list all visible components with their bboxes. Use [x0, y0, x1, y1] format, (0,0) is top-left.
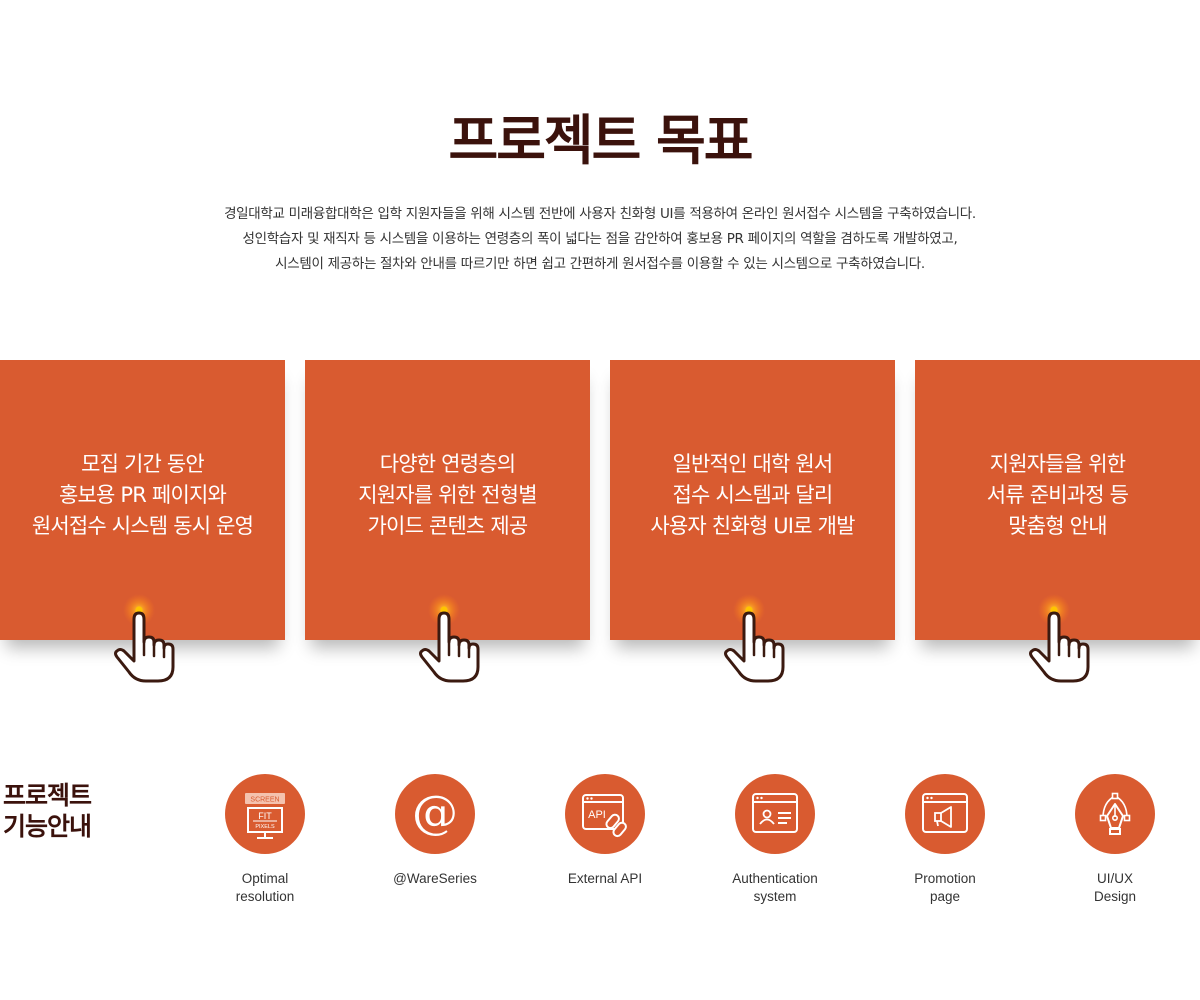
feature-icon-circle: [905, 774, 985, 854]
feature-uiux-design[interactable]: UI/UX Design: [1030, 774, 1200, 906]
pointing-hand-icon: [413, 592, 483, 687]
goal-line: 접수 시스템과 달리: [672, 483, 834, 507]
goal-line: 다양한 연령층의: [379, 452, 516, 476]
svg-text:@: @: [412, 785, 458, 839]
goal-card-4[interactable]: 지원자들을 위한 서류 준비과정 등 맞춤형 안내: [915, 360, 1200, 640]
at-sign-icon: @: [412, 785, 458, 839]
goal-line: 일반적인 대학 원서: [672, 452, 834, 476]
svg-text:SCREEN: SCREEN: [250, 797, 279, 804]
feature-label-line: Authentication: [732, 871, 818, 886]
feature-label: @WareSeries: [350, 870, 520, 888]
feature-icon-circle: SCREEN FIT PIXELS: [225, 774, 305, 854]
pointing-hand-icon: [718, 592, 788, 687]
feature-label-line: Promotion: [914, 871, 976, 886]
pen-tool-icon: [1099, 792, 1131, 835]
svg-text:PIXELS: PIXELS: [255, 824, 275, 830]
goal-card-text: 지원자들을 위한 서류 준비과정 등 맞춤형 안내: [915, 449, 1200, 542]
feature-label-line: resolution: [235, 889, 295, 904]
goal-line: 지원자를 위한 전형별: [358, 483, 537, 507]
feature-label-line: @WareSeries: [393, 871, 477, 886]
feature-external-api[interactable]: API External API: [520, 774, 690, 888]
feature-label: Promotion page: [860, 870, 1030, 906]
svg-text:FIT: FIT: [258, 811, 272, 821]
api-link-icon: API: [582, 794, 627, 838]
goal-line: 홍보용 PR 페이지와: [58, 483, 227, 507]
megaphone-window-icon: [922, 793, 968, 833]
feature-label-line: External API: [567, 871, 643, 886]
feature-label-line: Optimal: [241, 871, 289, 886]
feature-wareseries[interactable]: @ @WareSeries: [350, 774, 520, 888]
feature-label-line: page: [929, 889, 961, 904]
pointing-hand-icon: [1023, 592, 1093, 687]
user-authentication-icon: [752, 793, 798, 833]
goal-card-1[interactable]: 모집 기간 동안 홍보용 PR 페이지와 원서접수 시스템 동시 운영: [0, 360, 285, 640]
feature-authentication[interactable]: Authentication system: [690, 774, 860, 906]
feature-label-line: UI/UX: [1096, 871, 1133, 886]
intro-line: 경일대학교 미래융합대학은 입학 지원자들을 위해 시스템 전반에 사용자 친화…: [224, 206, 976, 222]
feature-icon-circle: [735, 774, 815, 854]
intro-line: 시스템이 제공하는 절차와 안내를 따르기만 하면 쉽고 간편하게 원서접수를 …: [275, 256, 925, 272]
features-title: 프로젝트 기능안내: [3, 780, 92, 842]
feature-icon-circle: [1075, 774, 1155, 854]
feature-label: Authentication system: [690, 870, 860, 906]
goal-line: 사용자 친화형 UI로 개발: [650, 514, 855, 538]
goal-card-2[interactable]: 다양한 연령층의 지원자를 위한 전형별 가이드 콘텐츠 제공: [305, 360, 590, 640]
feature-promotion[interactable]: Promotion page: [860, 774, 1030, 906]
goal-line: 서류 준비과정 등: [986, 483, 1129, 507]
feature-icon-circle: API: [565, 774, 645, 854]
page-title: 프로젝트 목표: [448, 109, 754, 172]
goal-line: 맞춤형 안내: [1008, 514, 1107, 538]
feature-icon-circle: @: [395, 774, 475, 854]
features-title-line: 프로젝트: [3, 781, 92, 810]
goal-card-3[interactable]: 일반적인 대학 원서 접수 시스템과 달리 사용자 친화형 UI로 개발: [610, 360, 895, 640]
goal-line: 원서접수 시스템 동시 운영: [31, 514, 254, 538]
intro-text: 경일대학교 미래융합대학은 입학 지원자들을 위해 시스템 전반에 사용자 친화…: [0, 202, 1200, 277]
feature-label: Optimal resolution: [180, 870, 350, 906]
goal-line: 가이드 콘텐츠 제공: [367, 514, 529, 538]
screen-fit-pixels-icon: SCREEN FIT PIXELS: [245, 793, 285, 839]
feature-optimal-resolution[interactable]: SCREEN FIT PIXELS Optimal resolution: [180, 774, 350, 906]
goal-card-text: 다양한 연령층의 지원자를 위한 전형별 가이드 콘텐츠 제공: [305, 449, 590, 542]
svg-text:API: API: [588, 809, 606, 821]
intro-line: 성인학습자 및 재직자 등 시스템을 이용하는 연령층의 폭이 넓다는 점을 감…: [242, 231, 958, 247]
goal-card-text: 모집 기간 동안 홍보용 PR 페이지와 원서접수 시스템 동시 운영: [0, 449, 285, 542]
feature-label: UI/UX Design: [1030, 870, 1200, 906]
features-title-line: 기능안내: [3, 812, 92, 841]
feature-label-line: Design: [1093, 889, 1137, 904]
goal-line: 지원자들을 위한: [989, 452, 1126, 476]
feature-label-line: system: [753, 889, 797, 904]
feature-label: External API: [520, 870, 690, 888]
goal-line: 모집 기간 동안: [81, 452, 205, 476]
pointing-hand-icon: [108, 592, 178, 687]
goal-card-text: 일반적인 대학 원서 접수 시스템과 달리 사용자 친화형 UI로 개발: [610, 449, 895, 542]
